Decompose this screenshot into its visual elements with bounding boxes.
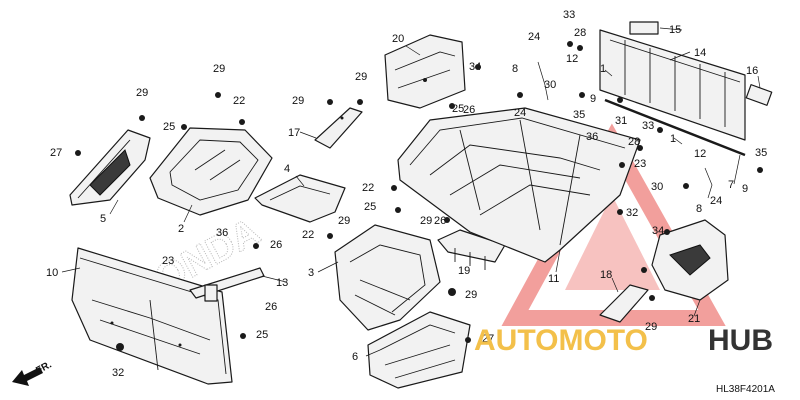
callout-29: 29 [420, 215, 432, 227]
callout-26: 26 [463, 104, 475, 116]
callout-31: 31 [615, 115, 627, 127]
callout-35: 35 [573, 109, 585, 121]
callout-22: 22 [302, 229, 314, 241]
callout-25: 25 [163, 121, 175, 133]
callout-29: 29 [213, 63, 225, 75]
callout-6: 6 [352, 351, 358, 363]
callout-34: 34 [652, 225, 664, 237]
direction-label: FR. [34, 359, 54, 376]
part-7-rod [604, 98, 746, 157]
callout-30: 30 [544, 79, 556, 91]
callout-5: 5 [100, 213, 106, 225]
callout-12: 12 [694, 148, 706, 160]
front-direction-arrow: FR. [12, 359, 54, 386]
callout-23: 23 [162, 255, 174, 267]
callout-1: 1 [670, 133, 676, 145]
callout-13: 13 [276, 277, 288, 289]
part-18-bracket [599, 284, 649, 323]
part-20-front-wall [384, 34, 466, 109]
callout-25: 25 [256, 329, 268, 341]
callout-32: 32 [112, 367, 124, 379]
part-8-strap [537, 61, 713, 199]
callout-15: 15 [669, 24, 681, 36]
callout-3: 3 [308, 267, 314, 279]
callout-26: 26 [434, 215, 446, 227]
callout-10: 10 [46, 267, 58, 279]
callout-28: 28 [628, 136, 640, 148]
callout-17: 17 [288, 127, 300, 139]
callout-9: 9 [590, 93, 596, 105]
part-5-side-cover [69, 129, 151, 206]
part-15-hinge [629, 21, 659, 35]
callout-27: 27 [50, 147, 62, 159]
callout-36: 36 [216, 227, 228, 239]
part-6-lower-tray [367, 311, 471, 389]
callout-4: 4 [284, 163, 290, 175]
callout-25: 25 [364, 201, 376, 213]
part-14-tailgate [599, 29, 746, 141]
callout-27: 27 [482, 333, 494, 345]
callout-29: 29 [355, 71, 367, 83]
callout-16: 16 [746, 65, 758, 77]
callout-20: 20 [392, 33, 404, 45]
watermark-logo: AUTOMOTO HUB [474, 324, 773, 357]
callout-29: 29 [292, 95, 304, 107]
callout-12: 12 [566, 53, 578, 65]
callout-18: 18 [600, 269, 612, 281]
callout-36: 36 [586, 131, 598, 143]
diagram-code: HL38F4201A [716, 384, 775, 395]
watermark-auto: AUTOMOTO [474, 324, 648, 357]
fasteners [75, 41, 763, 351]
callout-22: 22 [362, 182, 374, 194]
callout-29: 29 [338, 215, 350, 227]
watermark-hub: HUB [708, 324, 773, 357]
callout-30: 30 [651, 181, 663, 193]
callout-26: 26 [265, 301, 277, 313]
part-16-hinge [745, 84, 773, 106]
part-21-side-cover [651, 219, 729, 301]
callout-29: 29 [465, 289, 477, 301]
part-2-tray [149, 127, 273, 216]
callout-19: 19 [458, 265, 470, 277]
part-13-bracket [189, 267, 265, 302]
callout-9: 9 [742, 183, 748, 195]
callout-1: 1 [600, 63, 606, 75]
callout-23: 23 [634, 158, 646, 170]
callout-33: 33 [642, 120, 654, 132]
callout-14: 14 [694, 47, 706, 59]
callout-8: 8 [696, 203, 702, 215]
callout-26: 26 [270, 239, 282, 251]
part-3-center-box [334, 224, 441, 331]
callout-11: 11 [548, 273, 559, 285]
part-11-bed-floor [397, 107, 641, 263]
part-17-bracket [314, 107, 363, 149]
part-4-plate [254, 174, 346, 223]
part-10-rear-cover [71, 247, 233, 385]
callout-2: 2 [178, 223, 184, 235]
callout-32: 32 [626, 207, 638, 219]
callout-28: 28 [574, 27, 586, 39]
callout-21: 21 [688, 313, 700, 325]
callout-29: 29 [645, 321, 657, 333]
callout-8: 8 [512, 63, 518, 75]
callout-33: 33 [563, 9, 575, 21]
callout-24: 24 [710, 195, 722, 207]
callout-25: 25 [452, 103, 464, 115]
callout-35: 35 [755, 147, 767, 159]
callout-24: 24 [528, 31, 540, 43]
callout-29: 29 [136, 87, 148, 99]
callout-7: 7 [728, 179, 734, 191]
callout-22: 22 [233, 95, 245, 107]
callout-24: 24 [514, 107, 526, 119]
